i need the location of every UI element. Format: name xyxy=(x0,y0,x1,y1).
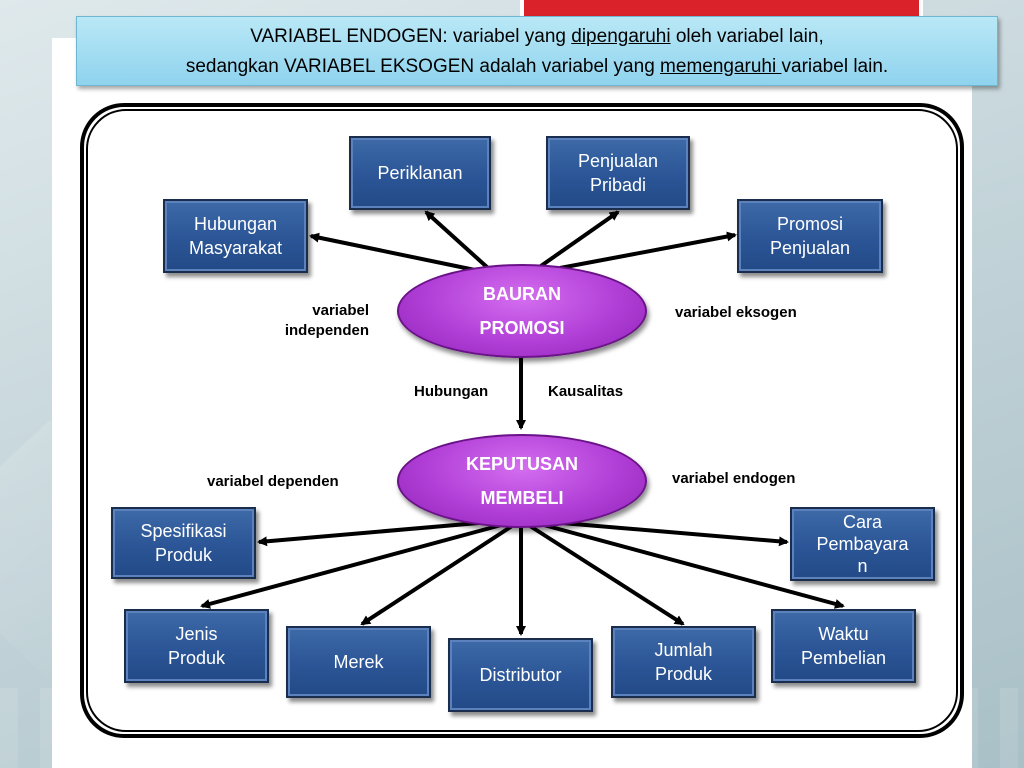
box-label: Penjualan xyxy=(769,238,851,258)
accent-bar xyxy=(520,0,923,16)
arrow-to-waktu-pembelian xyxy=(539,522,845,609)
label-line: independen xyxy=(284,322,369,339)
title-text: variabel lain. xyxy=(781,56,889,77)
label-variabel-independen: variabel independen xyxy=(238,301,369,341)
title-text: VARIABEL ENDOGEN: variabel yang xyxy=(250,26,572,47)
box-label: Spesifikasi xyxy=(140,521,227,541)
title-underlined-text: dipengaruhi xyxy=(571,26,671,47)
box-label: Periklanan xyxy=(377,163,463,183)
node-keputusan-membeli: KEPUTUSAN MEMBELI xyxy=(397,434,647,528)
title-underlined-text: memengaruhi xyxy=(660,56,782,77)
title-text: oleh variabel lain, xyxy=(670,26,824,47)
label-hubungan: Hubungan xyxy=(414,383,489,400)
box-periklanan: Periklanan xyxy=(349,136,491,210)
box-label: Hubungan xyxy=(193,214,278,234)
box-label: Penjualan xyxy=(577,151,659,171)
title-line-1: VARIABEL ENDOGEN: variabel yang dipengar… xyxy=(77,22,997,52)
box-label: Distributor xyxy=(479,665,562,685)
box-distributor: Distributor xyxy=(448,638,593,712)
arrow-to-jumlah-produk xyxy=(528,524,685,626)
node-label: BAURAN xyxy=(483,284,561,304)
box-label: Waktu xyxy=(818,624,869,644)
arrow-to-spesifikasi-produk xyxy=(257,520,491,547)
box-label: Masyarakat xyxy=(188,238,283,258)
box-label: Pembelian xyxy=(800,648,887,668)
title-banner: VARIABEL ENDOGEN: variabel yang dipengar… xyxy=(76,16,998,86)
arrow-to-penjualan-pribadi xyxy=(536,210,620,270)
title-text: sedangkan VARIABEL EKSOGEN adalah variab… xyxy=(185,56,661,77)
diagram-frame-inner xyxy=(86,109,958,732)
box-label: Produk xyxy=(154,545,213,565)
box-label: Produk xyxy=(167,648,226,668)
box-label: Jenis xyxy=(175,624,218,644)
arrow-to-hubungan-masyarakat xyxy=(309,232,476,272)
node-bauran-promosi: BAURAN PROMOSI xyxy=(397,264,647,358)
arrow-to-jenis-produk xyxy=(200,522,506,609)
arrow-to-merek xyxy=(360,524,514,626)
title-line-2: sedangkan VARIABEL EKSOGEN adalah variab… xyxy=(77,52,997,82)
box-label: Produk xyxy=(654,664,713,684)
arrow-to-cara-pembayaran xyxy=(549,520,789,547)
box-label: n xyxy=(857,556,868,576)
box-label: Pembayara xyxy=(816,534,909,554)
label-variabel-endogen: variabel endogen xyxy=(672,470,796,487)
box-label: Cara xyxy=(842,512,882,532)
node-label: PROMOSI xyxy=(479,318,565,338)
label-variabel-dependen: variabel dependen xyxy=(207,473,339,490)
label-line: variabel xyxy=(312,302,369,319)
label-variabel-eksogen: variabel eksogen xyxy=(675,304,797,321)
box-label: Promosi xyxy=(776,214,843,234)
box-label: Pribadi xyxy=(589,175,646,195)
arrow-to-promosi-penjualan xyxy=(559,231,737,270)
box-merek: Merek xyxy=(286,626,431,698)
node-label: MEMBELI xyxy=(480,488,564,508)
box-label: Jumlah xyxy=(654,640,713,660)
node-label: KEPUTUSAN xyxy=(465,454,578,474)
label-kausalitas: Kausalitas xyxy=(548,383,624,400)
arrow-to-periklanan xyxy=(424,210,490,270)
box-label: Merek xyxy=(333,652,384,672)
